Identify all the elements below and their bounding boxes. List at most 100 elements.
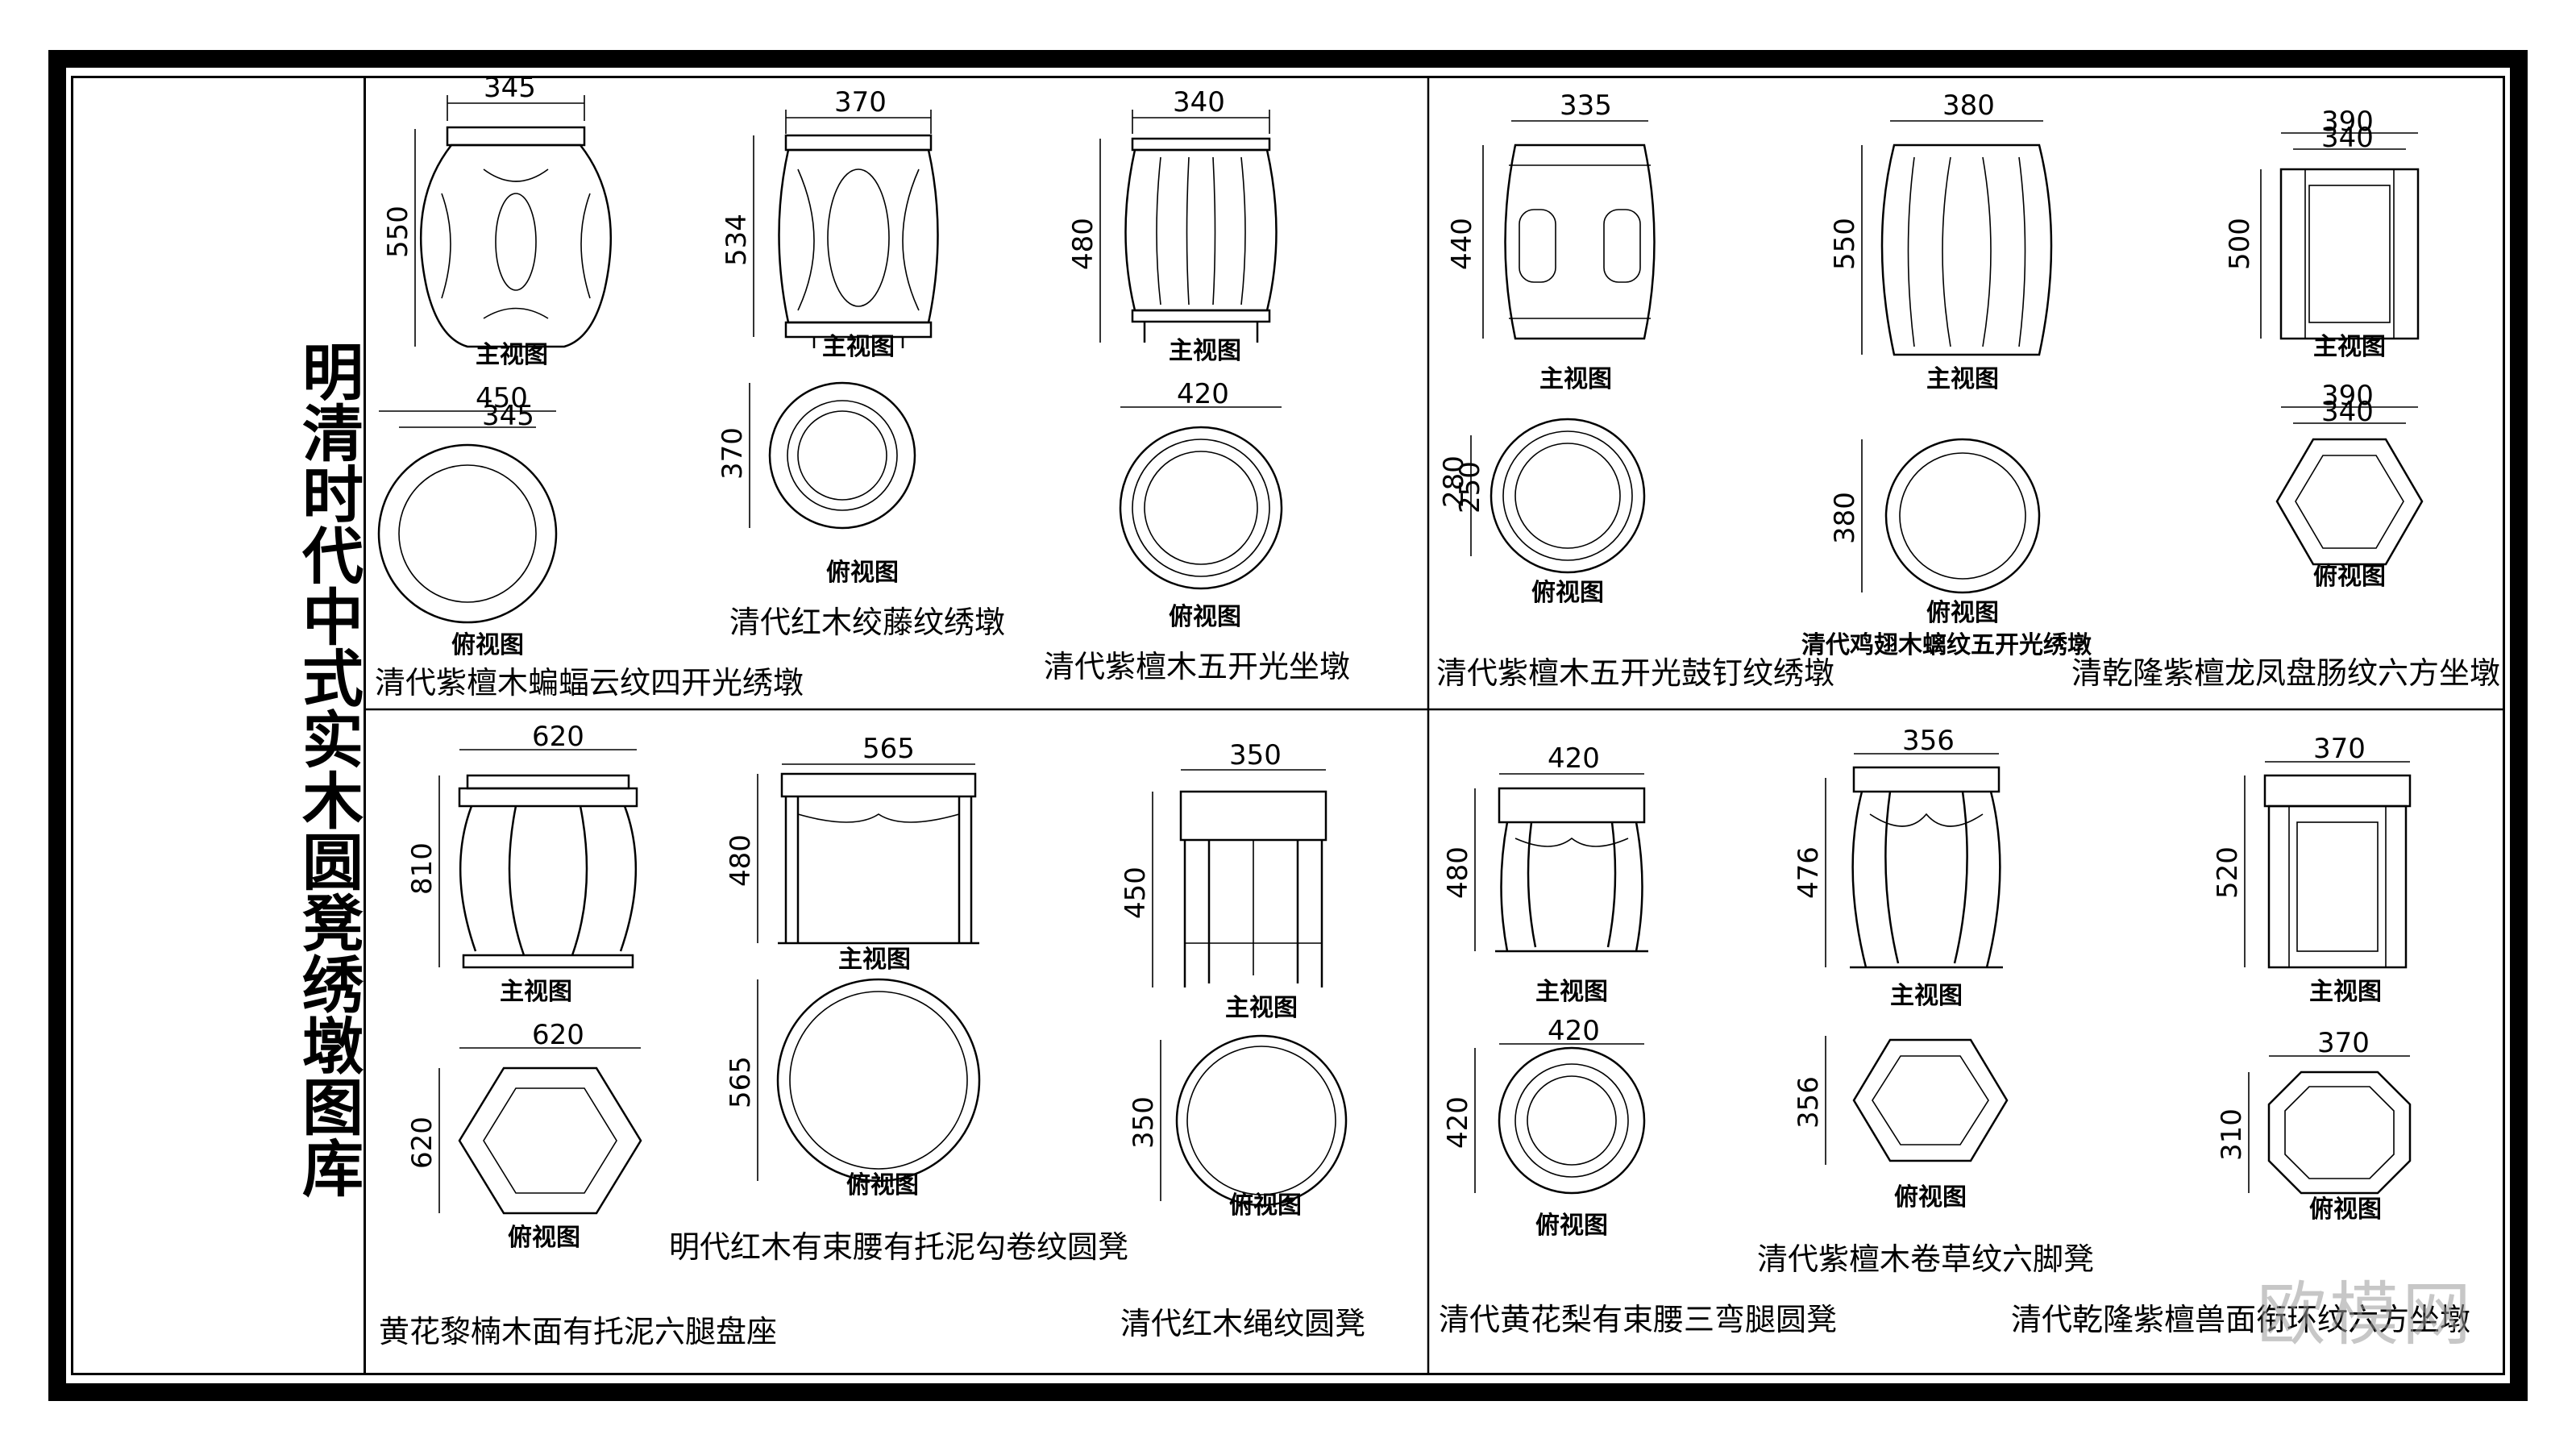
top-view-drawing	[1175, 1034, 1348, 1207]
stool-8: 565 480 主视图 565 俯视图 明代红木有束腰有托泥勾卷纹圆凳	[669, 733, 1128, 1265]
top-view-label: 俯视图	[1926, 599, 1999, 627]
dimension-label: 335	[1560, 89, 1612, 122]
dimension-label: 356	[1902, 725, 1955, 757]
top-view-label: 俯视图	[826, 559, 899, 587]
dimension-label: 620	[406, 1116, 438, 1169]
stool-caption: 清代紫檀木蝙蝠云纹四开光绣墩	[375, 665, 804, 701]
dimension-label: 370	[717, 427, 749, 480]
dimension-label: 380	[1942, 89, 1995, 122]
dimension-label: 280	[1438, 455, 1470, 508]
stool-10: 420 480 主视图 420 420 俯视图 清代黄花梨有束腰三弯腿圆凳	[1439, 742, 1837, 1337]
stool-9: 350 450 主视图 350 俯视图 清代红木绳纹圆凳	[1120, 739, 1365, 1341]
stool-caption: 清代黄花梨有束腰三弯腿圆凳	[1439, 1302, 1837, 1337]
dimension-label: 420	[1548, 742, 1600, 775]
front-view-label: 主视图	[1890, 982, 1963, 1010]
stool-caption: 清代鸡翅木螭纹五开光绣墩	[1801, 631, 2092, 659]
catalog-title: 明清时代中式实木圆凳绣墩图库	[292, 340, 364, 1198]
dimension-label: 390	[2321, 106, 2374, 138]
dimension-label: 340	[2321, 396, 2374, 428]
top-view-drawing	[2267, 1071, 2412, 1195]
front-view-drawing	[2263, 774, 2412, 969]
dimension-label: 565	[725, 1056, 757, 1108]
top-view-label: 俯视图	[1535, 1212, 1608, 1240]
top-view-drawing	[768, 381, 916, 530]
stool-4: 335 440 主视图 280 250 俯视图 清代紫檀木五开光鼓钉纹绣墩	[1436, 89, 1834, 691]
stool-caption: 清代乾隆紫檀兽面衔环纹六方坐墩	[2011, 1302, 2470, 1337]
top-view-drawing	[377, 443, 558, 624]
dimension-label: 250	[1454, 461, 1486, 513]
top-view-label: 俯视图	[1894, 1183, 1967, 1212]
front-view-label: 主视图	[838, 946, 911, 974]
top-view-drawing	[1852, 1038, 2009, 1162]
stool-12: 370 520 主视图 370 310 俯视图 清代乾隆紫檀兽面衔环纹六方坐墩	[2011, 733, 2470, 1337]
top-view-label: 俯视图	[508, 1224, 580, 1252]
front-view-label: 主视图	[500, 978, 572, 1006]
stool-caption: 清乾隆紫檀龙凤盘肠纹六方坐墩	[2071, 655, 2500, 691]
dimension-label: 420	[1442, 1096, 1474, 1149]
front-view-label: 主视图	[822, 333, 895, 361]
dimension-label: 550	[1829, 218, 1861, 270]
dimension-label: 500	[2224, 218, 2256, 270]
front-view-drawing	[1179, 790, 1327, 987]
front-view-drawing	[778, 772, 979, 945]
front-view-label: 主视图	[2313, 333, 2386, 361]
front-view-label: 主视图	[1225, 994, 1298, 1022]
dimension-label: 345	[482, 400, 534, 432]
inner-frame	[71, 76, 2505, 1375]
stool-3: 340 480 主视图 420 俯视图 清代紫檀木五开光坐墩	[1044, 86, 1350, 684]
top-view-label: 俯视图	[2309, 1195, 2382, 1224]
dimension-label: 370	[834, 86, 887, 118]
dimension-label: 370	[2313, 733, 2366, 765]
dimension-label: 620	[532, 1019, 584, 1051]
top-view-drawing	[458, 1066, 642, 1215]
front-view-drawing	[1495, 787, 1648, 953]
dimension-label: 420	[1548, 1015, 1600, 1047]
front-view-label: 主视图	[1539, 365, 1612, 393]
dimension-label: 476	[1793, 846, 1825, 899]
dimension-label: 370	[2317, 1027, 2370, 1059]
stool-caption: 清代红木绞藤纹绣墩	[729, 605, 1005, 640]
front-view-label: 主视图	[1169, 337, 1241, 365]
stool-caption: 清代紫檀木五开光坐墩	[1044, 649, 1350, 684]
dimension-label: 345	[484, 72, 536, 104]
title-column: 明清时代中式实木圆凳绣墩图库	[71, 76, 366, 1375]
dimension-label: 440	[1446, 218, 1478, 270]
front-view-drawing	[1880, 143, 2053, 356]
top-view-label: 俯视图	[1229, 1191, 1302, 1220]
front-view-drawing	[1850, 766, 2003, 969]
stool-5: 380 550 主视图 380 俯视图 清代鸡翅木螭纹五开光绣墩	[1801, 89, 2092, 659]
dimension-label: 550	[382, 206, 414, 258]
dimension-label: 810	[406, 842, 438, 895]
dimension-label: 480	[725, 834, 757, 887]
stool-caption: 明代红木有束腰有托泥勾卷纹圆凳	[669, 1229, 1128, 1265]
dimension-label: 310	[2216, 1108, 2248, 1161]
top-view-drawing	[776, 978, 981, 1183]
top-view-drawing	[1498, 1046, 1646, 1195]
dimension-label: 356	[1793, 1076, 1825, 1129]
stool-2: 370 534 主视图 370 俯视图 清代红木绞藤纹绣墩	[717, 86, 1005, 640]
dimension-label: 534	[721, 214, 753, 266]
front-view-drawing	[778, 134, 939, 348]
stool-11: 356 476 主视图 356 俯视图 清代紫檀木卷草纹六脚凳	[1757, 725, 2094, 1277]
front-view-label: 主视图	[476, 341, 548, 369]
dimension-label: 380	[1829, 492, 1861, 544]
dimension-label: 520	[2212, 846, 2244, 899]
top-view-label: 俯视图	[1169, 603, 1241, 631]
top-view-drawing	[2275, 438, 2424, 566]
front-view-label: 主视图	[2309, 978, 2382, 1006]
dimension-label: 350	[1128, 1096, 1160, 1149]
front-view-label: 主视图	[1926, 365, 1999, 393]
stool-caption: 清代红木绳纹圆凳	[1120, 1306, 1365, 1341]
dimension-label: 480	[1442, 846, 1474, 899]
stool-caption: 清代紫檀木五开光鼓钉纹绣墩	[1436, 655, 1834, 691]
dimension-label: 340	[1173, 86, 1225, 118]
stool-caption: 清代紫檀木卷草纹六脚凳	[1757, 1241, 2094, 1277]
stool-1: 345 550 主视图 450 345 俯视图 清代紫檀木蝙蝠云纹四开光绣墩	[375, 72, 804, 701]
dimension-label: 480	[1067, 218, 1099, 270]
top-view-label: 俯视图	[451, 631, 524, 659]
dimension-label: 450	[1120, 867, 1152, 919]
front-view-drawing	[458, 774, 638, 969]
watermark-logo: 欧模网	[2257, 1274, 2474, 1355]
front-view-drawing	[419, 126, 613, 348]
